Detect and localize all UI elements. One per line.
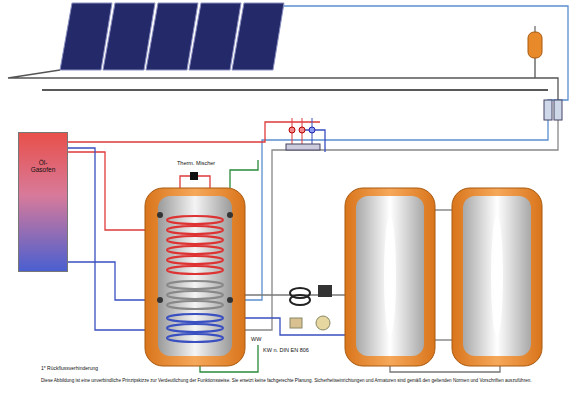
pump-group [544, 100, 562, 120]
mixer-label: Therm. Mischer [176, 160, 216, 166]
buffer-tank [345, 188, 435, 366]
boiler-pipes [68, 122, 325, 330]
expansion-vessel [528, 26, 542, 58]
pipe-label: KW n. DIN EN 806 [262, 347, 310, 353]
pipe-label: WW [250, 336, 262, 342]
accessory-kit [290, 285, 332, 330]
footnote: 1* Rückflussverhinderung [40, 366, 99, 372]
solar-collector [60, 3, 284, 70]
heating-valves [286, 118, 320, 150]
disclaimer-note: Diese Abbildung ist eine unverbindliche … [40, 378, 533, 383]
combi-tank [145, 188, 245, 366]
buffer-tank [452, 188, 542, 366]
boiler-box: Öl-Gasofen [18, 132, 68, 272]
node-text: Öl-Gasofen [28, 159, 58, 174]
